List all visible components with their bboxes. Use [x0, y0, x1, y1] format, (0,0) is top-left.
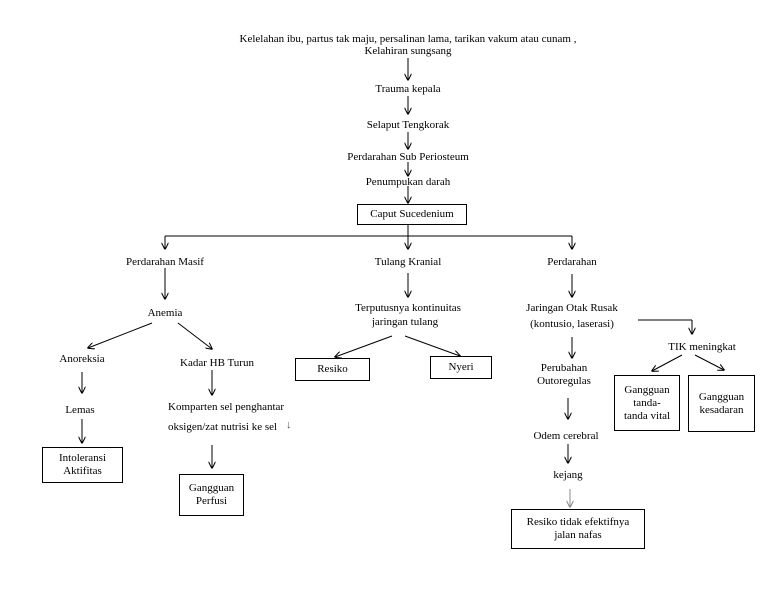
komparten-label-2: oksigen/zat nutrisi ke sel: [168, 421, 278, 433]
jaringan-tulang-label: jaringan tulang: [371, 316, 439, 328]
penumpukan-darah-label: Penumpukan darah: [365, 176, 451, 188]
perubahan-outoregulas-label: Perubahan Outoregulas: [537, 362, 591, 387]
arrow-anemia-kadar-hb: [177, 322, 212, 349]
kadar-hb-turun-label: Kadar HB Turun: [180, 357, 254, 369]
gangguan-perfusi-box: Gangguan Perfusi: [179, 474, 244, 516]
kejang-label: kejang: [553, 469, 583, 481]
komparten-label-1: Komparten sel penghantar: [168, 401, 285, 413]
cause-label-2: Kelahiran sungsang: [364, 45, 452, 57]
lemas-label: Lemas: [65, 404, 95, 416]
perdarahan-sub-periosteum-label: Perdarahan Sub Periosteum: [347, 151, 469, 163]
arrow-tik-gangguan-ttv: [652, 354, 683, 371]
arrow-anemia-anoreksia: [88, 322, 153, 348]
tulang-kranial-label: Tulang Kranial: [374, 256, 442, 268]
selaput-tengkorak-label: Selaput Tengkorak: [366, 119, 450, 131]
nyeri-box: Nyeri: [430, 356, 492, 379]
anoreksia-label: Anoreksia: [59, 353, 105, 365]
arrow-terputusnya-nyeri: [404, 335, 460, 356]
arrow-terputusnya-resiko: [335, 335, 393, 357]
gangguan-kesadaran-box: Gangguan kesadaran: [688, 375, 755, 432]
trauma-kepala-label: Trauma kepala: [375, 83, 441, 95]
tik-meningkat-label: TIK meningkat: [668, 341, 736, 353]
jaringan-otak-rusak-label: Jaringan Otak Rusak: [526, 302, 618, 314]
small-down-arrow: ↓: [286, 419, 292, 431]
arrow-tik-gangguan-kesadaran: [694, 354, 724, 370]
perdarahan-label: Perdarahan: [547, 256, 597, 268]
perdarahan-masif-label: Perdarahan Masif: [126, 256, 204, 268]
resiko-jalan-nafas-box: Resiko tidak efektifnya jalan nafas: [511, 509, 645, 549]
cause-label: Kelelahan ibu, partus tak maju, persalin…: [239, 33, 577, 45]
odem-cerebral-label: Odem cerebral: [533, 430, 599, 442]
kontusio-laserasi-label: (kontusio, laserasi): [530, 318, 614, 330]
gangguan-tanda-vital-box: Gangguan tanda- tanda vital: [614, 375, 680, 431]
terputusnya-kontinuitas-label: Terputusnya kontinuitas: [355, 302, 461, 314]
anemia-label: Anemia: [147, 307, 183, 319]
resiko-box: Resiko: [295, 358, 370, 381]
caput-sucedenium-box: Caput Sucedenium: [357, 204, 467, 225]
intoleransi-aktifitas-box: Intoleransi Aktifitas: [42, 447, 123, 483]
